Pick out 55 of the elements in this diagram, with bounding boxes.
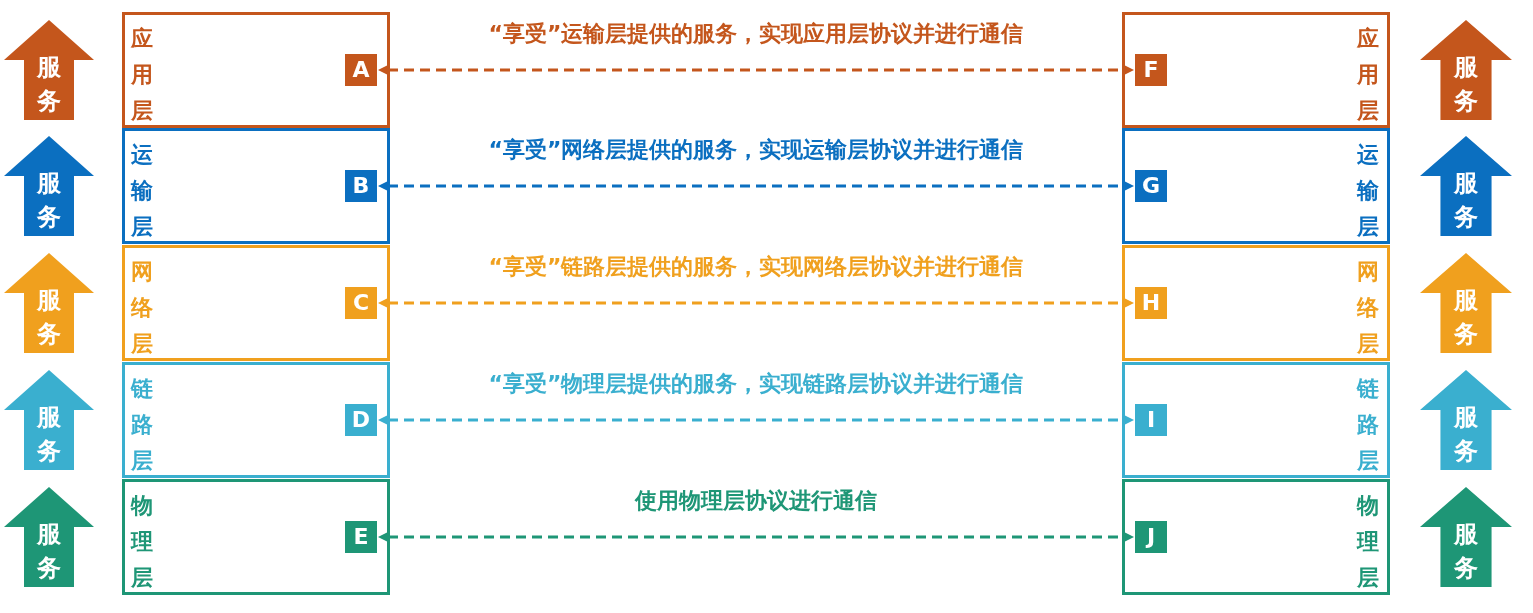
letter-badge: F bbox=[1135, 54, 1167, 86]
arrow-text: 服务 bbox=[35, 285, 62, 350]
arrow-text: 服务 bbox=[1452, 168, 1479, 233]
layer-name: 物理层 bbox=[1356, 492, 1380, 592]
layer-name: 链路层 bbox=[1356, 375, 1380, 475]
letter-badge: A bbox=[345, 54, 377, 86]
arrow-text: 服务 bbox=[35, 519, 62, 584]
dashed-double-arrow bbox=[378, 297, 1134, 309]
layer-box bbox=[1122, 245, 1390, 361]
letter-badge: C bbox=[345, 287, 377, 319]
layer-name: 应用层 bbox=[131, 25, 154, 125]
arrow-text: 服务 bbox=[35, 168, 62, 233]
layer-box bbox=[1122, 362, 1390, 478]
layer-box bbox=[122, 245, 390, 361]
letter-badge: I bbox=[1135, 404, 1167, 436]
layer-box bbox=[1122, 479, 1390, 595]
up-arrow-shape bbox=[4, 487, 94, 587]
letter-badge: B bbox=[345, 170, 377, 202]
arrow-text: 服务 bbox=[1452, 519, 1479, 584]
layer-name: 运输层 bbox=[131, 141, 154, 241]
dashed-double-arrow bbox=[378, 414, 1134, 426]
up-arrow-shape bbox=[4, 20, 94, 120]
layer-box bbox=[1122, 128, 1390, 244]
layer-box bbox=[122, 362, 390, 478]
layer-name: 网络层 bbox=[1356, 258, 1380, 358]
layer-box bbox=[122, 12, 390, 128]
layer-name: 链路层 bbox=[131, 375, 154, 475]
dashed-double-arrow bbox=[378, 64, 1134, 76]
up-arrow-shape bbox=[1420, 370, 1512, 470]
layer-name: 应用层 bbox=[1356, 25, 1380, 125]
letter-badge: H bbox=[1135, 287, 1167, 319]
up-arrow-shape bbox=[1420, 136, 1512, 236]
arrow-text: 服务 bbox=[1452, 52, 1479, 117]
up-arrow-shape bbox=[1420, 20, 1512, 120]
up-arrow-shape bbox=[4, 136, 94, 236]
letter-badge: G bbox=[1135, 170, 1167, 202]
layer-name: 物理层 bbox=[131, 492, 154, 592]
arrow-text: 服务 bbox=[35, 52, 62, 117]
layer-box bbox=[122, 479, 390, 595]
letter-badge: E bbox=[345, 521, 377, 553]
arrow-text: 服务 bbox=[35, 402, 62, 467]
arrow-text: 服务 bbox=[1452, 402, 1479, 467]
layer-name: 运输层 bbox=[1356, 141, 1380, 241]
letter-badge: J bbox=[1135, 521, 1167, 553]
up-arrow-shape bbox=[1420, 487, 1512, 587]
dashed-double-arrow bbox=[378, 180, 1134, 192]
layer-box bbox=[122, 128, 390, 244]
up-arrow-shape bbox=[4, 370, 94, 470]
dashed-double-arrow bbox=[378, 531, 1134, 543]
layer-name: 网络层 bbox=[131, 258, 154, 358]
arrow-text: 服务 bbox=[1452, 285, 1479, 350]
letter-badge: D bbox=[345, 404, 377, 436]
up-arrow-shape bbox=[4, 253, 94, 353]
layer-box bbox=[1122, 12, 1390, 128]
up-arrow-shape bbox=[1420, 253, 1512, 353]
